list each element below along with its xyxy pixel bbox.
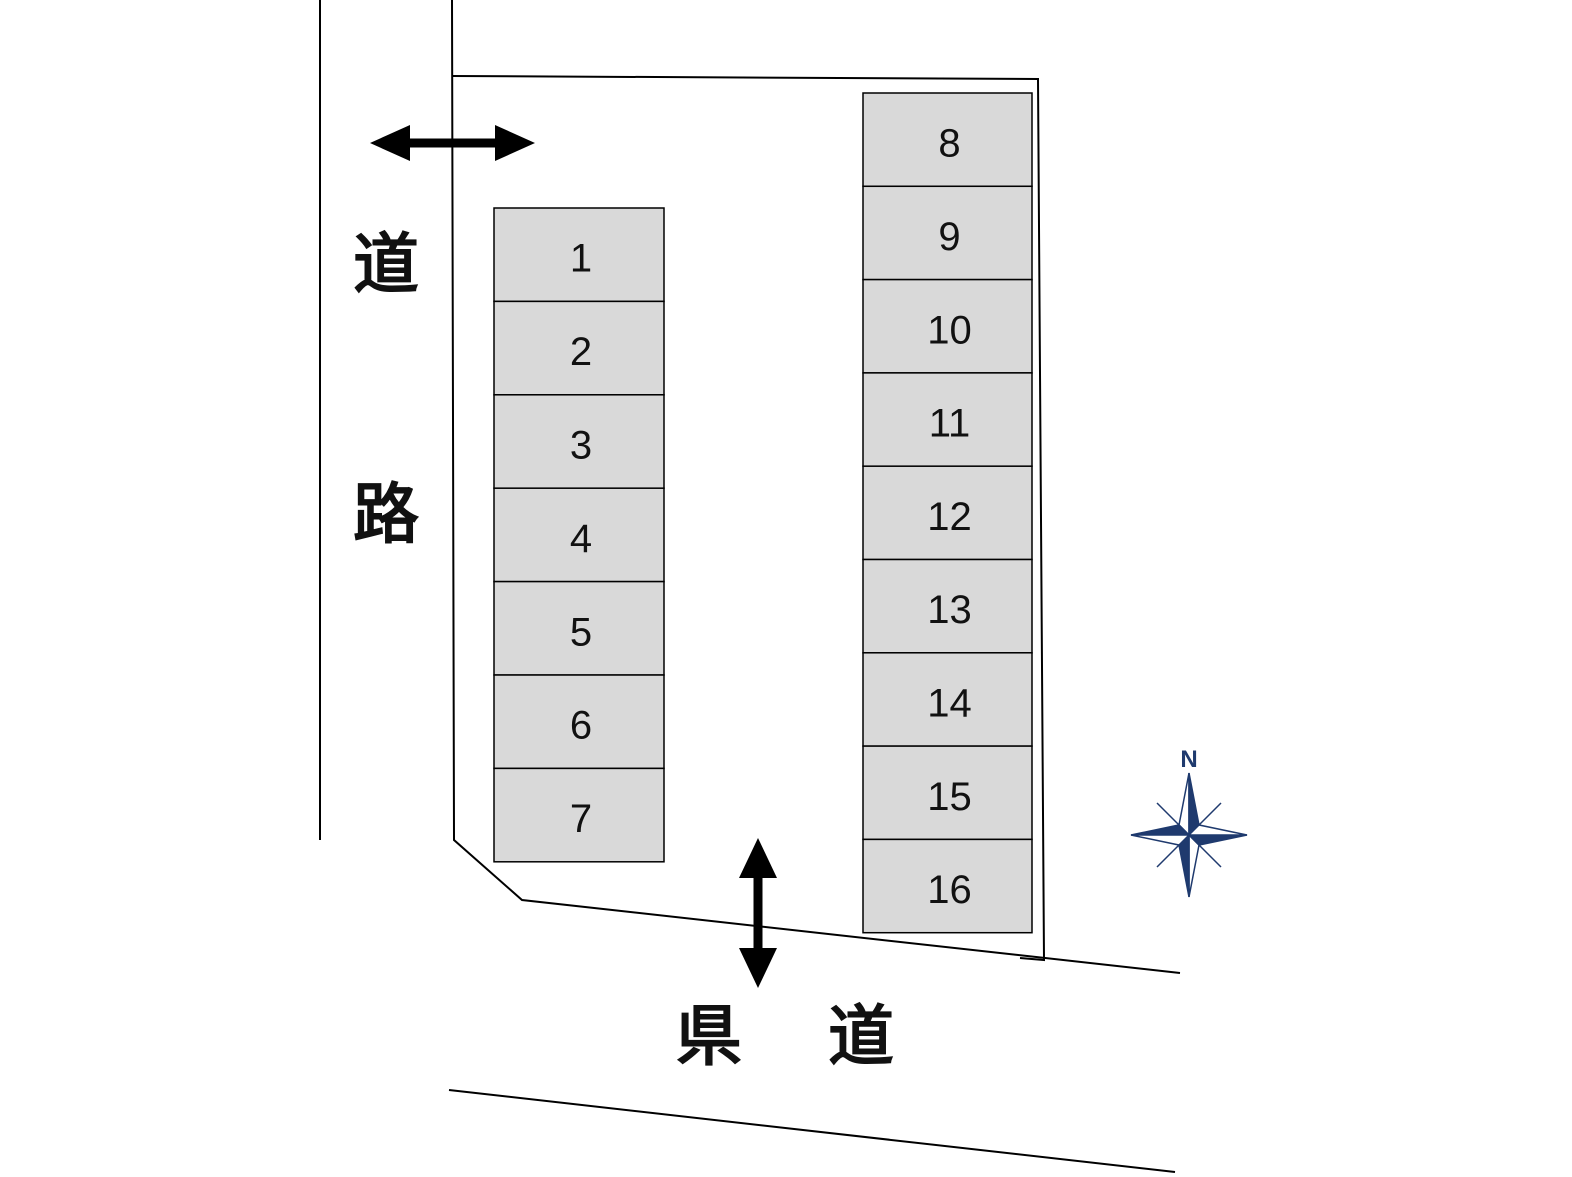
parking-slot-number: 16 (927, 868, 972, 912)
parking-slot-number: 14 (927, 681, 972, 725)
parking-slot-number: 8 (938, 122, 960, 166)
parking-slot-number: 12 (927, 495, 972, 539)
parking-slot-box (862, 652, 1033, 747)
parking-slot-number: 5 (570, 610, 592, 654)
parking-slot-box (862, 185, 1033, 281)
parking-slot-box (493, 767, 665, 863)
parking-slot-box (862, 745, 1033, 841)
parking-slot-number: 4 (570, 517, 592, 561)
parking-slot-14: 14 (862, 652, 1033, 747)
parking-slot-box (862, 278, 1033, 374)
compass-rose-icon: N (1130, 746, 1248, 898)
parking-slot-number: 15 (927, 775, 972, 819)
parking-slot-13: 13 (862, 558, 1033, 654)
south-entrance-arrow (739, 838, 777, 988)
parking-slot-9: 9 (862, 185, 1033, 281)
parking-slot-box (862, 372, 1033, 467)
parking-slot-number: 10 (927, 308, 972, 352)
west-road-label-1: 道 (353, 226, 419, 303)
lot-boundary-north-east (451, 75, 1046, 962)
parking-slot-number: 2 (570, 330, 592, 374)
parking-slot-11: 11 (862, 372, 1033, 467)
parking-slot-box (493, 300, 665, 396)
parking-slot-15: 15 (862, 745, 1033, 841)
parking-slot-10: 10 (862, 278, 1033, 374)
prefectural-road-label: 県 道 (676, 998, 904, 1075)
parking-slot-12: 12 (862, 465, 1033, 561)
compass-north-label: N (1180, 746, 1197, 773)
parking-slot-number: 3 (570, 424, 592, 468)
parking-slot-3: 3 (493, 394, 665, 489)
parking-slot-1: 1 (493, 207, 665, 303)
parking-slot-number: 9 (938, 215, 960, 259)
parking-slot-box (862, 838, 1033, 934)
lot-boundary-west (451, 0, 1181, 974)
west-road-label-2: 路 (353, 476, 419, 553)
parking-slot-box (493, 580, 665, 676)
parking-slot-number: 13 (927, 588, 972, 632)
parking-slot-box (493, 674, 665, 770)
parking-slot-number: 7 (570, 797, 592, 841)
parking-slot-number: 11 (929, 402, 971, 446)
parking-slot-7: 7 (493, 767, 665, 863)
parking-slot-6: 6 (493, 674, 665, 770)
parking-slot-4: 4 (493, 487, 665, 583)
south-road-edge (448, 1089, 1176, 1173)
parking-slot-8: 8 (862, 92, 1033, 188)
parking-slot-box (493, 207, 665, 303)
parking-slot-number: 6 (570, 704, 592, 748)
parking-slot-16: 16 (862, 838, 1033, 934)
parking-slot-5: 5 (493, 580, 665, 676)
west-entrance-arrow (370, 125, 535, 161)
parking-slot-number: 1 (570, 237, 592, 281)
parking-slot-2: 2 (493, 300, 665, 396)
parking-slot-box (862, 92, 1033, 188)
